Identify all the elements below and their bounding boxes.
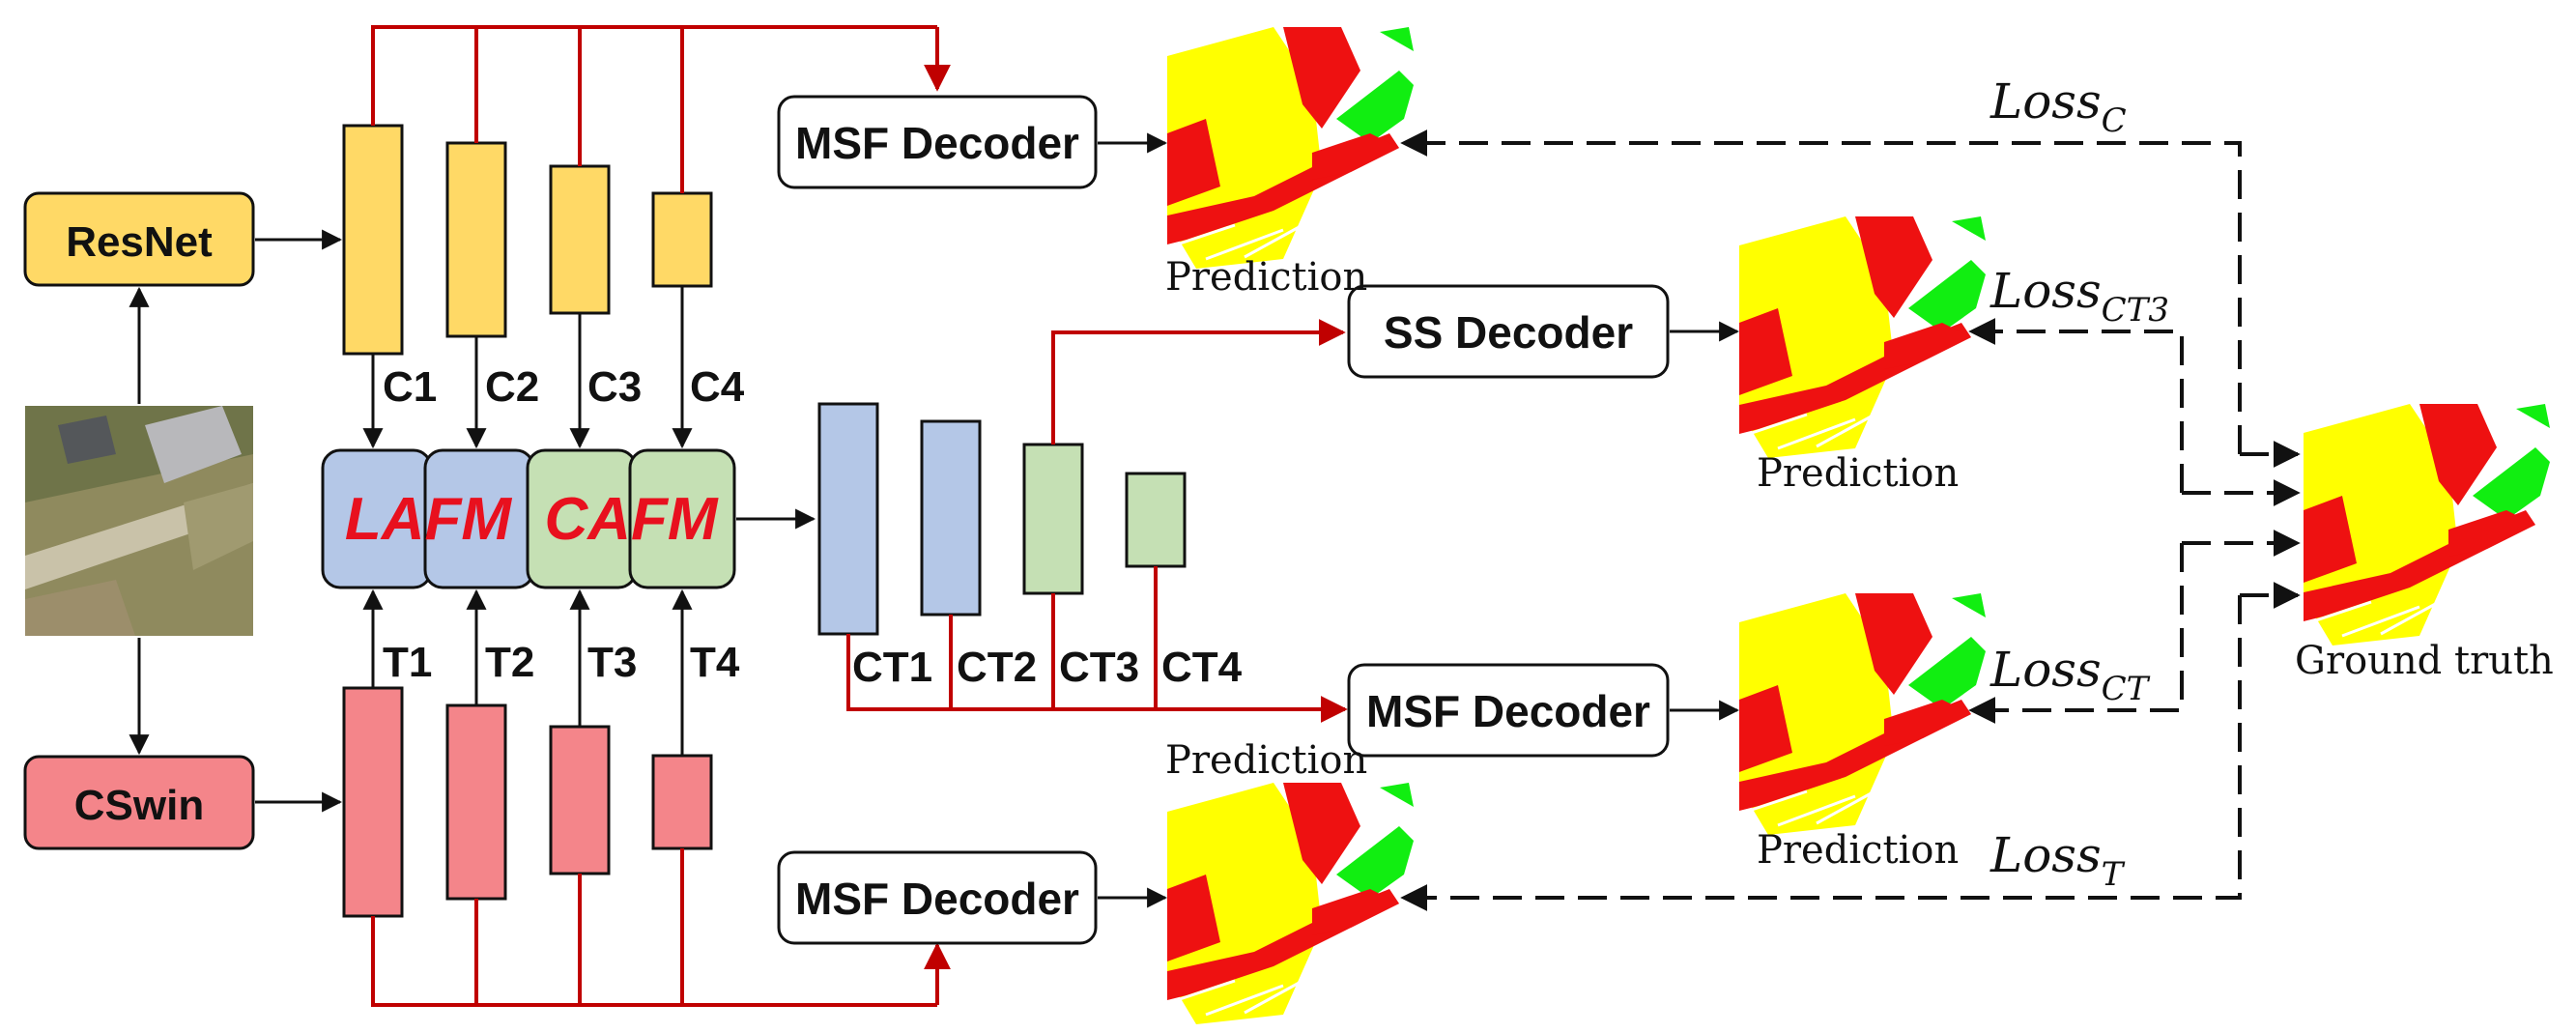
c2-feature [445,141,507,338]
t2-feature [445,703,507,901]
ct2-label: CT2 [957,644,1037,691]
prediction-caption-2: Prediction [1757,451,1959,496]
t3-label: T3 [587,639,637,686]
prediction-caption-4: Prediction [1757,828,1959,873]
svg-text:ResNet: ResNet [66,218,213,266]
c1-label: C1 [383,363,437,411]
loss-connections [1400,129,2301,911]
c1-feature [342,124,404,356]
ct3-label: CT3 [1059,644,1139,691]
c2-label: C2 [485,363,539,411]
ct1-feature [817,402,879,636]
c4-label: C4 [690,363,745,411]
prediction-map-3 [1737,591,1988,837]
svg-text:SS Decoder: SS Decoder [1384,307,1633,358]
ct2-feature [920,419,982,617]
c4-feature [651,191,713,288]
cswin-backbone: CSwin [23,755,255,850]
t1-feature [342,686,404,918]
msf-decoder-middle: MSF Decoder [1347,663,1670,758]
ct1-label: CT1 [852,644,932,691]
prediction-map-4 [1165,781,1416,1026]
loss-t-label: LossT [1989,827,2126,894]
ground-truth-map [2302,402,2552,647]
svg-text:MSF Decoder: MSF Decoder [795,118,1079,168]
ground-truth-caption: Ground truth [2295,639,2554,683]
prediction-map-1 [1165,25,1416,271]
c3-label: C3 [587,363,642,411]
t4-label: T4 [690,639,740,686]
prediction-map-2 [1737,215,1988,460]
prediction-caption-3: Prediction [1165,738,1367,783]
t4-feature [651,754,713,850]
ct3-feature [1022,443,1084,595]
decoder-output-arrows [1098,132,1740,908]
t1-label: T1 [383,639,432,686]
t3-feature [549,725,611,875]
c3-feature [549,164,611,315]
resnet-feature-arrows [362,286,693,449]
red-connectors [371,25,1348,1007]
msf-decoder-top: MSF Decoder [777,95,1098,189]
svg-text:CAFM: CAFM [544,486,718,553]
svg-text:MSF Decoder: MSF Decoder [1366,686,1650,736]
svg-text:MSF Decoder: MSF Decoder [795,874,1079,924]
svg-text:LAFM: LAFM [345,486,513,553]
msf-decoder-bottom: MSF Decoder [777,850,1098,945]
loss-ct3-label: LossCT3 [1989,263,2169,330]
prediction-caption-1: Prediction [1165,255,1367,300]
lafm-module: LAFM [321,448,535,589]
loss-c-label: LossC [1989,73,2127,140]
ct4-feature [1125,472,1187,568]
loss-ct-label: LossCT [1989,642,2151,708]
fused-features [817,402,1187,636]
input-image [25,406,253,636]
cswin-feature-arrows [362,588,693,756]
svg-text:CSwin: CSwin [74,782,204,829]
t2-label: T2 [485,639,534,686]
resnet-backbone: ResNet [23,191,255,287]
cafm-module: CAFM [526,448,736,589]
ct4-label: CT4 [1161,644,1243,691]
resnet-features [342,124,713,356]
cswin-features [342,686,713,918]
ss-decoder: SS Decoder [1347,284,1670,379]
